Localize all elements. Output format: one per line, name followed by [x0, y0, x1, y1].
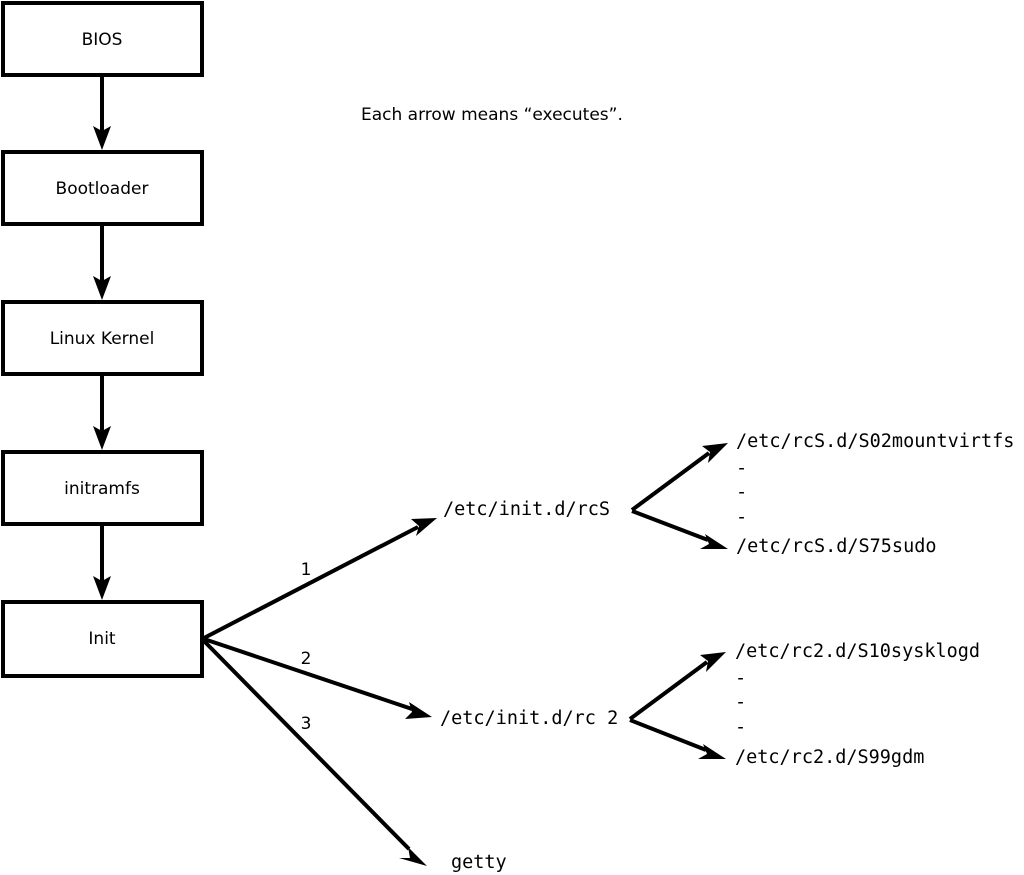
arrow-head-icon: [702, 443, 728, 463]
arrow-head-icon: [405, 702, 432, 719]
branch-number-2: 2: [301, 649, 312, 669]
box-init-label: Init: [88, 629, 116, 649]
box-bootloader: Bootloader: [1, 150, 204, 226]
arrow-initramfs-to-init: [93, 525, 111, 600]
rc2-target-first: /etc/rc2.d/S10sysklogd: [735, 641, 980, 662]
box-init: Init: [1, 600, 204, 678]
box-bios-label: BIOS: [82, 30, 123, 50]
branch-number-3: 3: [301, 714, 312, 734]
arrow-init-to-getty: [202, 639, 427, 866]
box-bootloader-rect: [1, 150, 204, 226]
script-label-rcs: /etc/init.d/rcS: [443, 499, 610, 520]
arrow-head-icon: [411, 518, 437, 536]
rc2-ellipsis-dash-1: -: [735, 668, 746, 689]
box-initramfs-label: initramfs: [64, 479, 140, 499]
box-linux-kernel-rect: [1, 300, 204, 376]
rcs-ellipsis-dash-2: -: [736, 482, 747, 503]
box-initramfs-rect: [1, 450, 204, 526]
rc2-ellipsis-dash-3: -: [735, 717, 746, 738]
rcs-ellipsis-dash-1: -: [736, 458, 747, 479]
arrow-rcs-to-first-target: [630, 443, 728, 512]
box-initramfs: initramfs: [1, 450, 204, 526]
arrow-head-icon: [93, 126, 111, 150]
box-linux-kernel: Linux Kernel: [1, 300, 204, 376]
rc2-ellipsis-dash-2: -: [735, 692, 746, 713]
arrow-head-icon: [93, 426, 111, 450]
arrow-rcs-to-last-target: [631, 509, 728, 549]
arrow-head-icon: [698, 744, 726, 759]
rcs-target-last: /etc/rcS.d/S75sudo: [736, 536, 936, 557]
arrow-bios-to-bootloader: [93, 76, 111, 150]
arrow-kernel-to-initramfs: [93, 375, 111, 450]
arrow-bootloader-to-kernel: [93, 225, 111, 300]
arrow-head-icon: [700, 652, 726, 672]
rcs-ellipsis-dash-3: -: [736, 507, 747, 528]
arrow-head-icon: [93, 576, 111, 600]
arrow-head-icon: [399, 847, 427, 866]
box-linux-kernel-label: Linux Kernel: [50, 329, 155, 349]
script-label-rc2: /etc/init.d/rc 2: [440, 708, 618, 729]
arrow-init-to-rcs: [203, 518, 437, 640]
branch-number-1: 1: [301, 560, 312, 580]
box-bios-rect: [1, 1, 204, 77]
caption-text: Each arrow means “executes”.: [361, 105, 623, 125]
arrow-head-icon: [93, 276, 111, 300]
rcs-target-first: /etc/rcS.d/S02mountvirtfs: [736, 431, 1014, 452]
box-bios: BIOS: [1, 1, 204, 77]
arrow-init-to-rc2: [203, 637, 432, 719]
box-init-rect: [1, 600, 204, 678]
script-label-getty: getty: [451, 852, 507, 873]
rc2-target-last: /etc/rc2.d/S99gdm: [735, 747, 924, 768]
box-bootloader-label: Bootloader: [56, 179, 149, 199]
arrow-rc2-to-first-target: [628, 652, 726, 721]
arrow-rc2-to-last-target: [629, 718, 726, 759]
arrow-head-icon: [700, 534, 728, 549]
